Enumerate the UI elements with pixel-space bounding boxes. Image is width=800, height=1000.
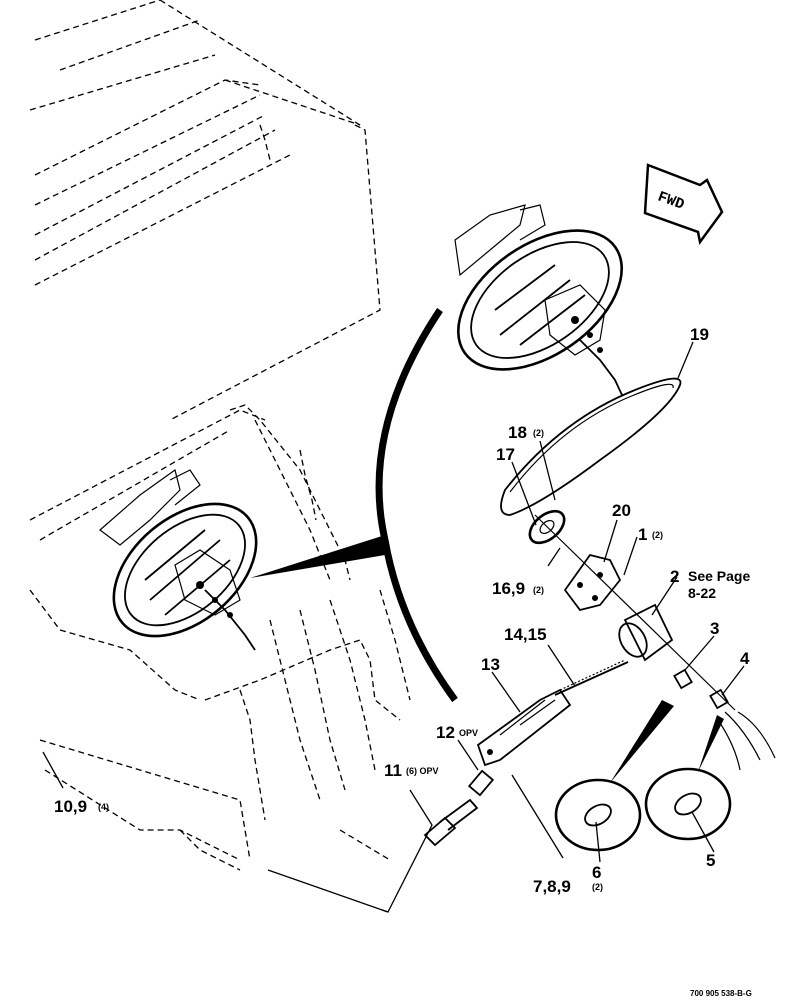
callout-6: 6 — [592, 863, 601, 882]
callout-7-qty: (2) — [592, 882, 603, 892]
callout-16: 16,9 (2) — [492, 579, 544, 598]
callout-3: 3 — [710, 619, 719, 638]
callout-4-number: 4 — [740, 649, 750, 668]
callout-12-number: 12 — [436, 723, 455, 742]
callout-18-number: 18 — [508, 423, 527, 442]
callout-10-qty: (4) — [98, 802, 109, 812]
callout-12-qty: OPV — [459, 728, 478, 738]
callout-7-8-9: 7,8,9 (2) — [533, 877, 603, 896]
callout-13-number: 13 — [481, 655, 500, 674]
callout-19-number: 19 — [690, 325, 709, 344]
callout-11-number: 11 — [384, 761, 402, 780]
callout-1-qty: (2) — [652, 530, 663, 540]
callout-10-number: 10,9 — [54, 797, 87, 816]
hydraulic-fittings — [673, 668, 776, 771]
flat-washer-5 — [644, 767, 732, 841]
threaded-rod — [554, 659, 629, 696]
callout-16-number: 16,9 — [492, 579, 525, 598]
right-reel-assembly — [454, 204, 623, 396]
motor-mount-plate — [563, 553, 622, 612]
callout-6-number: 6 — [592, 863, 601, 882]
callout-11-qty: (6) OPV — [406, 766, 439, 776]
callout-5: 5 — [706, 851, 715, 870]
drawing-number: 700 905 538-B-G — [690, 989, 752, 998]
leader-lines — [42, 341, 745, 913]
callout-17: 17 — [496, 445, 515, 464]
hydraulic-motor — [618, 603, 674, 662]
left-reel-assembly — [99, 468, 258, 651]
drive-belt — [500, 377, 682, 516]
callout-20-number: 20 — [612, 501, 631, 520]
mount-bracket — [476, 688, 572, 767]
header-housing-outline — [29, 0, 411, 871]
callout-4: 4 — [740, 649, 750, 668]
callout-1-number: 1 — [638, 525, 647, 544]
callout-3-number: 3 — [710, 619, 719, 638]
callout-11: 11 (6) OPV — [384, 761, 439, 780]
flat-washer-6 — [554, 778, 642, 852]
callout-16-qty: (2) — [533, 585, 544, 595]
callout-14-15: 14,15 — [504, 625, 547, 644]
detail-callout-arc — [250, 308, 458, 703]
callout-2: 2 See Page 8-22 — [670, 567, 750, 601]
callout-20: 20 — [612, 501, 631, 520]
callout-19: 19 — [690, 325, 709, 344]
callout-10: 10,9 (4) — [54, 797, 109, 816]
callout-1: 1 (2) — [638, 525, 663, 544]
speed-sensor — [423, 769, 495, 847]
callout-18-qty: (2) — [533, 428, 544, 438]
callout-2-number: 2 — [670, 567, 679, 586]
callout-13: 13 — [481, 655, 500, 674]
callout-14-number: 14,15 — [504, 625, 547, 644]
callout-7-number: 7,8,9 — [533, 877, 571, 896]
callout-18: 18 (2) — [508, 423, 544, 442]
callout-12: 12 OPV — [436, 723, 478, 742]
callout-2-page: 8-22 — [688, 585, 716, 601]
forward-direction-arrow: FWD — [643, 163, 724, 246]
callout-17-number: 17 — [496, 445, 515, 464]
washer-5-pointer — [698, 715, 724, 772]
washer-6-pointer — [610, 700, 674, 783]
shaft-centerline — [534, 514, 736, 711]
callout-2-note: See Page — [688, 568, 750, 584]
callout-5-number: 5 — [706, 851, 715, 870]
